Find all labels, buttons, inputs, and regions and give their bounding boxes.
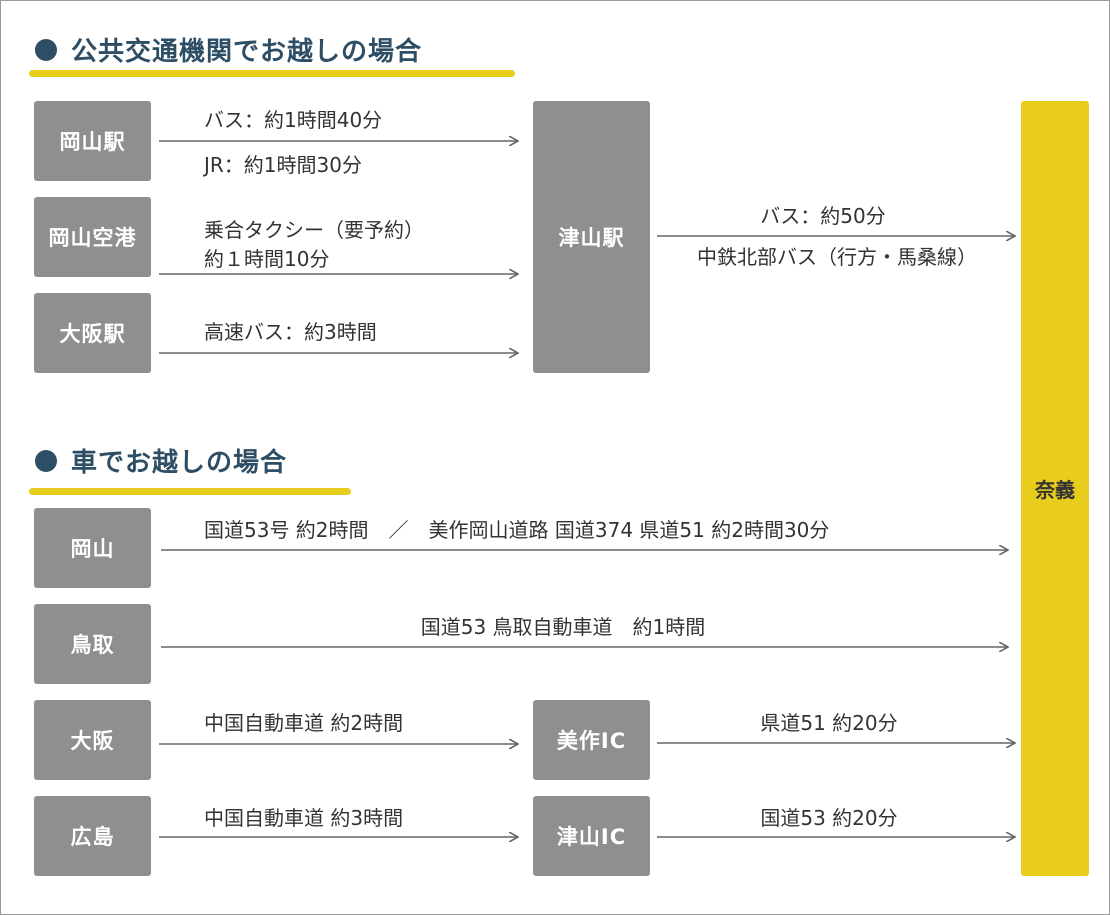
bullet-dot-icon <box>35 38 57 61</box>
route-label-tsuyama-bus-line: 中鉄北部バス（行方・馬桑線） <box>697 245 977 269</box>
route-label-tsuyama-ic-to-dest: 国道53 約20分 <box>760 806 898 830</box>
route-label-okayama-jr: JR：約1時間30分 <box>204 153 362 177</box>
interchange-mimasaka-ic: 美作IC <box>533 700 650 780</box>
origin-okayama: 岡山 <box>34 508 151 588</box>
origin-okayama-airport: 岡山空港 <box>34 197 151 277</box>
route-label-tottori-car: 国道53 鳥取自動車道 約1時間 <box>420 615 706 639</box>
by-car-heading: 車でお越しの場合 <box>35 442 287 479</box>
hub-tsuyama-station: 津山駅 <box>533 101 650 373</box>
public-transport-heading: 公共交通機関でお越しの場合 <box>35 31 422 68</box>
bullet-dot-icon <box>35 449 57 472</box>
route-label-tsuyama-bus: バス：約50分 <box>760 204 886 228</box>
origin-osaka: 大阪 <box>34 700 151 780</box>
origin-okayama-station: 岡山駅 <box>34 101 151 181</box>
route-label-airport-time: 約１時間10分 <box>204 247 330 271</box>
route-label-okayama-bus: バス：約1時間40分 <box>204 108 383 132</box>
route-label-okayama-car: 国道53号 約2時間 ／ 美作岡山道路 国道374 県道51 約2時間30分 <box>204 518 830 542</box>
public-transport-heading-underline <box>29 70 515 77</box>
public-transport-heading-text: 公共交通機関でお越しの場合 <box>71 37 423 67</box>
route-label-osaka-to-ic: 中国自動車道 約2時間 <box>204 711 404 735</box>
route-label-osaka-highway-bus: 高速バス：約3時間 <box>204 320 377 344</box>
origin-hiroshima: 広島 <box>34 796 151 876</box>
origin-tottori: 鳥取 <box>34 604 151 684</box>
route-label-hiroshima-to-ic: 中国自動車道 約3時間 <box>204 806 404 830</box>
destination-nagi: 奈義 <box>1021 101 1089 876</box>
by-car-heading-underline <box>29 488 351 495</box>
by-car-heading-text: 車でお越しの場合 <box>71 448 288 478</box>
route-label-mimasaka-to-dest: 県道51 約20分 <box>760 711 898 735</box>
origin-osaka-station: 大阪駅 <box>34 293 151 373</box>
interchange-tsuyama-ic: 津山IC <box>533 796 650 876</box>
route-label-airport-taxi: 乗合タクシー（要予約） <box>204 218 424 242</box>
